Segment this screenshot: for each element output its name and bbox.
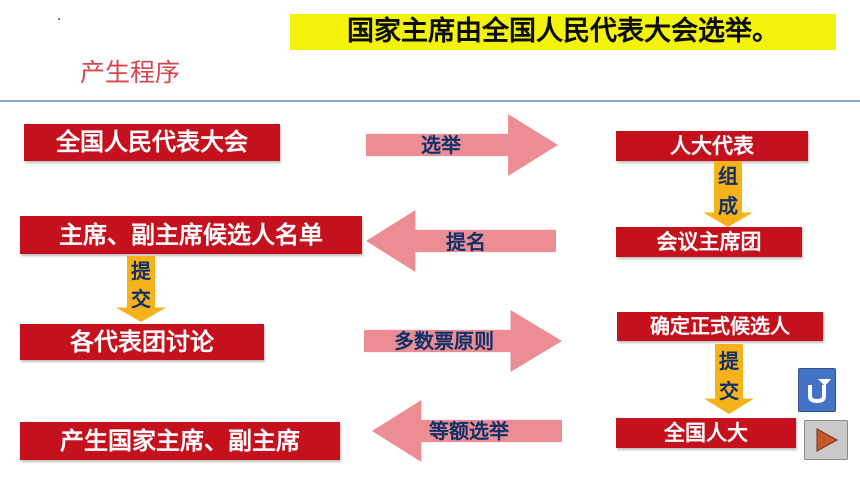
box-presidium: 会议主席团	[616, 227, 802, 257]
box-candidate-list: 主席、副主席候选人名单	[20, 216, 362, 254]
submit-label-left-2: 交	[131, 287, 151, 311]
box-confirm-candidates: 确定正式候选人	[617, 312, 823, 341]
form-label-1: 组	[718, 164, 738, 188]
return-icon	[808, 379, 831, 404]
submit-label-right-2: 交	[719, 379, 739, 403]
slide-title-banner: 国家主席由全国人民代表大会选举。	[290, 14, 836, 50]
play-button[interactable]	[804, 420, 848, 460]
arrow-elect-label: 选举	[421, 133, 461, 157]
arrow-nominate-label: 提名	[446, 230, 486, 254]
form-label-2: 成	[718, 194, 738, 218]
submit-label-right-1: 提	[719, 349, 739, 373]
header-divider	[0, 100, 860, 102]
box-npc: 全国人民代表大会	[24, 124, 280, 161]
box-delegation-discussion: 各代表团讨论	[20, 324, 264, 360]
decorative-dot	[58, 18, 60, 20]
box-npc-deputies: 人大代表	[616, 131, 808, 161]
play-icon	[816, 428, 839, 452]
arrow-equal-election-label: 等额选举	[429, 419, 509, 443]
box-npc-congress: 全国人大	[616, 418, 796, 448]
return-button[interactable]	[798, 368, 836, 412]
arrow-majority-label: 多数票原则	[394, 329, 494, 353]
section-subtitle: 产生程序	[80, 58, 181, 87]
box-produce-president: 产生国家主席、副主席	[20, 422, 340, 460]
submit-label-left-1: 提	[131, 259, 151, 283]
